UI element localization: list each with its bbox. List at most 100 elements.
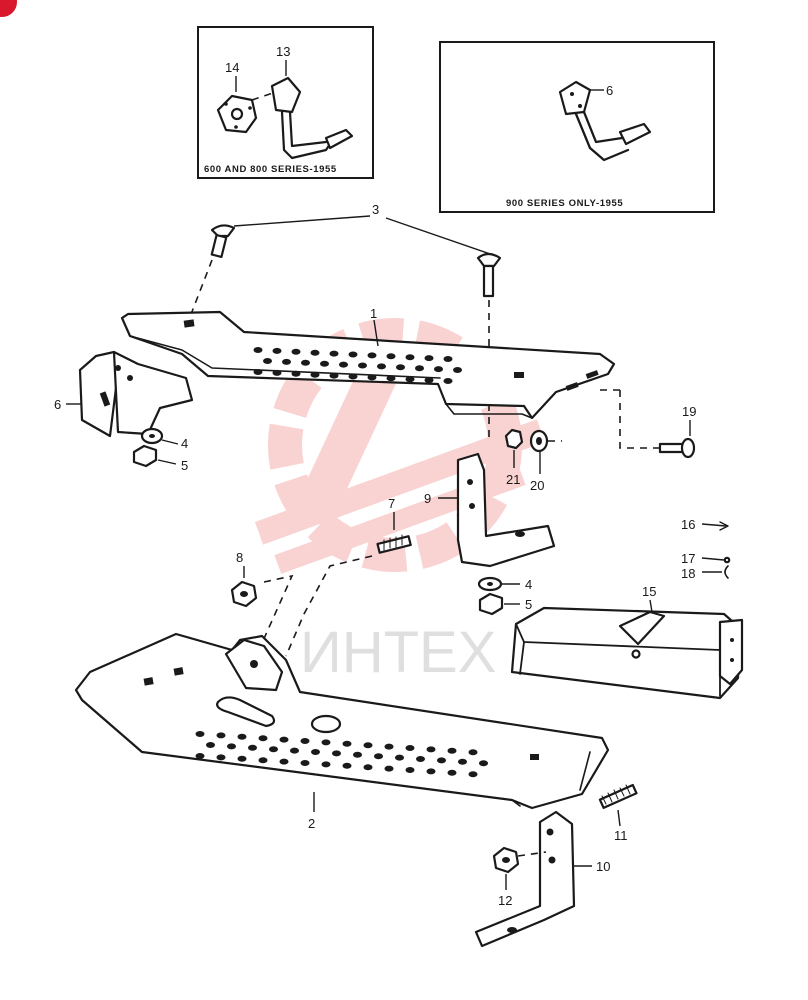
perforation-hole	[291, 348, 301, 355]
step-plate-part-1	[120, 310, 616, 420]
perforation-hole	[447, 747, 457, 754]
perforation-hole	[426, 768, 436, 775]
perforation-hole	[416, 756, 425, 762]
callout-15: 15	[642, 584, 656, 599]
perforation-hole	[443, 378, 453, 384]
perforation-hole	[424, 355, 434, 362]
perforation-hole	[311, 749, 320, 755]
nut-part-5-left	[132, 444, 177, 468]
stud-part-11	[598, 783, 638, 827]
perforation-hole	[290, 747, 299, 754]
watermark-logo	[254, 318, 546, 574]
perforation-hole	[291, 370, 301, 377]
perforation-hole	[310, 349, 320, 356]
perforation-hole	[384, 765, 394, 772]
perforation-hole	[374, 753, 383, 760]
perforation-hole	[453, 367, 462, 373]
callout-3: 3	[372, 202, 379, 217]
perforation-hole	[405, 354, 415, 361]
perforation-hole	[253, 369, 263, 375]
bracket-part-9	[438, 452, 556, 568]
perforation-hole	[363, 764, 373, 771]
bracket-part-10	[474, 810, 592, 948]
callout-10: 10	[596, 859, 610, 874]
inset-600-800: 14 13 600 AND 800 SERIES-1955	[197, 26, 374, 179]
callout-6: 6	[54, 397, 61, 412]
perforation-hole	[253, 347, 263, 353]
perforation-hole	[424, 377, 434, 384]
nut-part-21	[504, 428, 524, 468]
nut-part-12	[492, 846, 520, 890]
perforation-hole	[367, 374, 377, 381]
washer-part-20	[529, 429, 562, 474]
perforation-hole	[415, 365, 424, 372]
callout-20: 20	[530, 478, 544, 493]
callout-13: 13	[276, 44, 290, 59]
nut-part-5-center	[478, 592, 520, 616]
bolt-part-19	[600, 389, 696, 459]
inset-left-caption: 600 AND 800 SERIES-1955	[204, 164, 337, 175]
lock-washer-part-4-center	[477, 576, 520, 592]
perforation-hole	[348, 373, 358, 380]
perforation-hole	[386, 353, 396, 360]
perforation-hole	[263, 358, 272, 364]
perforation-hole	[339, 361, 348, 368]
perforation-hole	[329, 350, 339, 357]
stud-part-7	[285, 512, 412, 657]
corner-badge	[0, 0, 17, 17]
perforation-hole	[216, 754, 226, 761]
perforation-hole	[353, 751, 362, 758]
bracket-part-13	[270, 76, 302, 114]
cover-part-15	[510, 599, 744, 700]
callout-8: 8	[236, 550, 243, 565]
inset-900: 6 900 SERIES ONLY-1955	[439, 41, 715, 213]
callout-17: 17	[681, 551, 695, 566]
perforation-hole	[310, 371, 320, 378]
watermark-text: ИНТЕХ	[300, 620, 496, 685]
callout-6-inset: 6	[606, 83, 613, 98]
callout-11: 11	[614, 828, 628, 843]
bracket-part-6	[66, 350, 194, 438]
callout-5a: 5	[181, 458, 188, 473]
perforation-hole	[237, 755, 247, 762]
callout-19: 19	[682, 404, 696, 419]
step-plate-part-2	[74, 632, 610, 812]
perforation-hole	[227, 743, 236, 750]
perforation-hole	[479, 760, 488, 767]
perforation-hole	[342, 740, 352, 747]
perforation-hole	[396, 364, 405, 371]
perforation-hole	[248, 744, 257, 751]
perforation-hole	[468, 749, 478, 756]
perforation-hole	[426, 746, 436, 753]
callout-2: 2	[308, 816, 315, 831]
perforation-hole	[468, 771, 478, 778]
callout-7: 7	[388, 496, 395, 511]
perforation-hole	[272, 347, 282, 354]
perforation-hole	[237, 733, 247, 740]
perforation-hole	[458, 758, 467, 765]
perforation-hole	[320, 360, 329, 367]
callout-5b: 5	[525, 597, 532, 612]
callout-4b: 4	[525, 577, 532, 592]
perforation-hole	[443, 356, 453, 362]
parts-16-18-pointers	[701, 521, 731, 579]
perforation-hole	[282, 358, 291, 365]
perforation-hole	[363, 742, 373, 749]
perforation-hole	[300, 760, 310, 766]
callout-16: 16	[681, 517, 695, 532]
perforation-hole	[437, 757, 446, 764]
callout-18: 18	[681, 566, 695, 581]
perforation-hole	[258, 735, 268, 742]
perforation-hole	[321, 761, 331, 768]
callout-14: 14	[225, 60, 239, 75]
callout-21: 21	[506, 472, 520, 487]
perforation-hole	[269, 746, 278, 753]
perforation-hole	[384, 743, 394, 750]
callout-1: 1	[370, 306, 377, 321]
perforation-hole	[258, 757, 268, 764]
perforation-hole	[279, 736, 289, 743]
perforation-hole	[386, 375, 396, 382]
callout-4a: 4	[181, 436, 188, 451]
perforation-hole	[342, 762, 352, 769]
